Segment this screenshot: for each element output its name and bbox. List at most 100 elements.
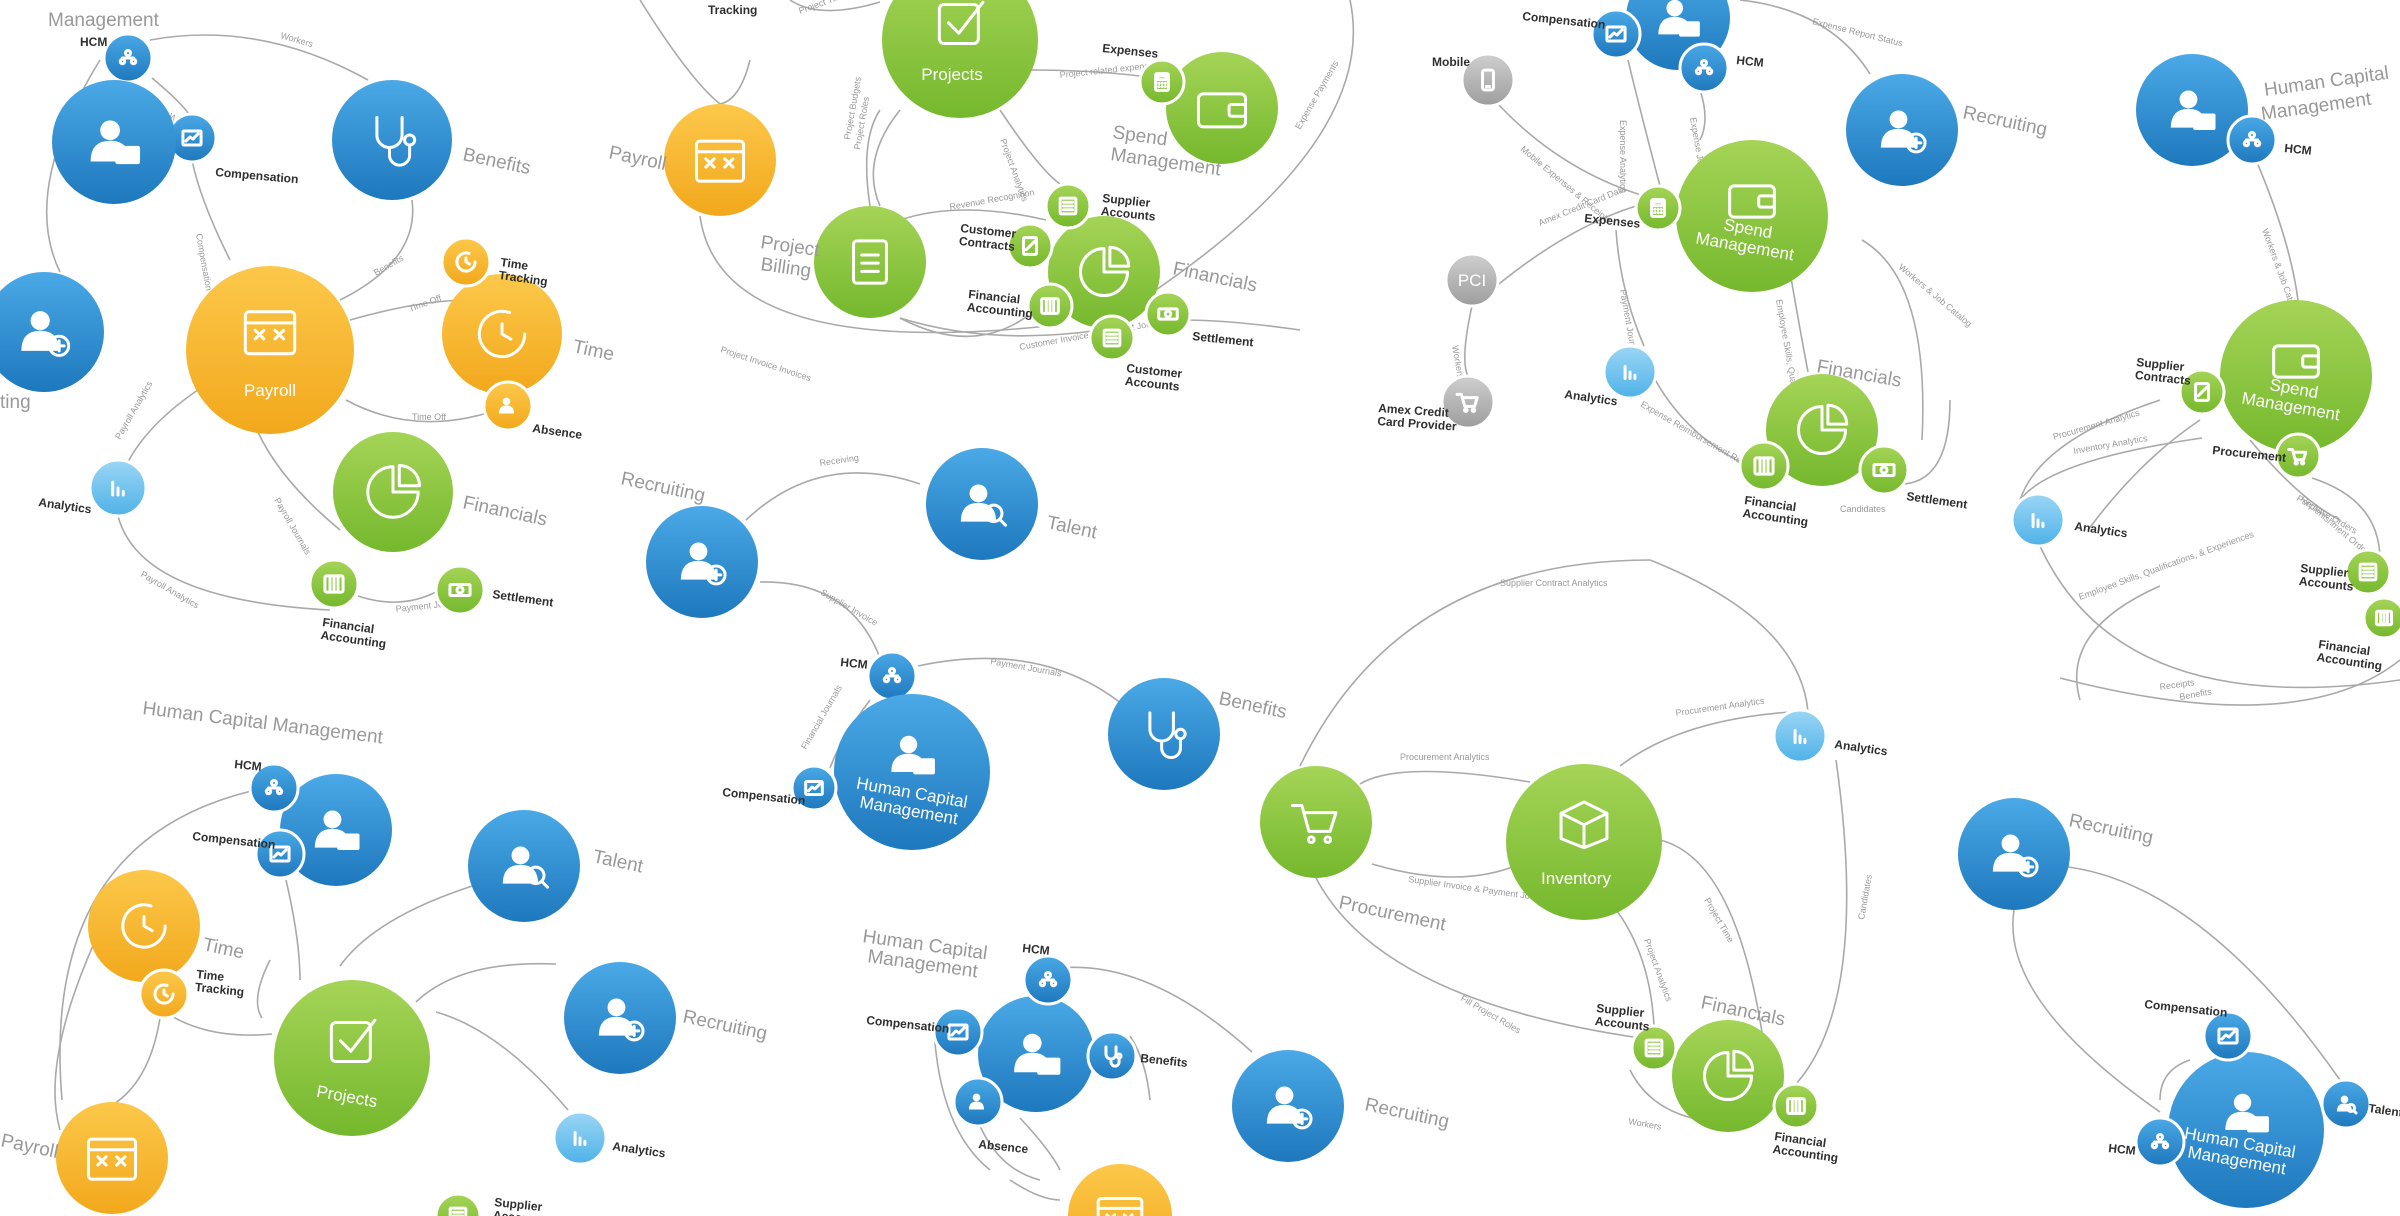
chart-icon-part (269, 845, 291, 863)
person-icon-part (502, 397, 511, 406)
module-circle (1444, 252, 1500, 308)
connection-label: Workers (1628, 1116, 1663, 1132)
module-label: Expenses (1584, 211, 1642, 231)
module-node-n22: SupplierAccounts (1044, 182, 1156, 230)
ledger-icon (323, 574, 345, 594)
module-circle (332, 80, 452, 200)
contract-icon-part (2196, 385, 2209, 398)
stethoscope-icon-part (1160, 737, 1182, 759)
person-folder-icon (1658, 0, 1700, 37)
connection-line (979, 1125, 1041, 1181)
module-label: HCM (2108, 1141, 2137, 1158)
cash-icon (448, 582, 472, 598)
connection-line (1029, 69, 1141, 77)
module-node-n7: Time (442, 274, 616, 394)
person-folder-icon-part (2193, 113, 2216, 130)
chart-icon (2217, 1027, 2239, 1045)
module-circle (1068, 1164, 1172, 1216)
module-label: Settlement (1906, 489, 1969, 511)
module-label: Projects (921, 65, 982, 84)
cart-icon-part (2287, 448, 2308, 462)
person-search-icon-part (984, 503, 1004, 524)
check-icon-part (339, 1018, 377, 1053)
person-plus-icon-part (2017, 856, 2039, 878)
person-folder-icon-part (115, 145, 141, 165)
module-node-n42: Procurement (2212, 432, 2322, 480)
connection-line (435, 1011, 569, 1111)
ledger-icon-part (1044, 297, 1056, 315)
module-label: HCM (1736, 53, 1765, 70)
person-search-icon-part (526, 865, 546, 886)
module-node-n11: Financials (333, 432, 549, 552)
chart-icon (1605, 25, 1627, 43)
person-plus-icon (598, 998, 645, 1042)
connection-line (1649, 559, 1809, 713)
connection-line (415, 962, 557, 1003)
connection-label: Employee Skills, Qualifications, & Exper… (2077, 529, 2255, 602)
module-label: Talent (1045, 512, 1100, 543)
person-icon (498, 397, 515, 414)
module-node-n65: Talent (468, 810, 646, 922)
connection-line (113, 1017, 161, 1105)
module-circle (1260, 766, 1372, 878)
connection-line (1464, 305, 1473, 377)
stethoscope-icon (375, 115, 417, 167)
phone-icon-part (1481, 68, 1495, 92)
module-node-n31: Recruiting (1846, 74, 2049, 186)
calculator-icon (1650, 198, 1666, 218)
calculator-icon (1154, 72, 1170, 92)
module-node-n1: Compensation (166, 112, 299, 186)
clock-icon-part (455, 251, 477, 273)
stethoscope-icon (1104, 1045, 1123, 1068)
person-plus-icon-part (623, 1020, 645, 1042)
connection-line (1795, 759, 1848, 1085)
connection-line (933, 1029, 991, 1171)
pie-icon (1079, 245, 1131, 297)
connection-label: Inventory Analytics (2073, 433, 2149, 456)
connection-label: Payment Journals (990, 656, 1063, 678)
module-circle (1166, 52, 1278, 164)
module-label: FinancialAccounting (320, 615, 389, 651)
cash-icon-part (455, 585, 465, 595)
connection-line (2059, 865, 2341, 1081)
person-search-icon-part (2340, 1095, 2349, 1104)
module-node-n44: SupplierAccounts (2298, 548, 2392, 596)
hcm-icon-part (1040, 975, 1056, 983)
module-node-n25: Mobile (1432, 52, 1516, 108)
connection-line (191, 159, 231, 261)
module-node-n45: FinancialAccounting (2316, 596, 2400, 673)
module-label: Recruiting (1363, 1094, 1451, 1132)
person-search-icon-part (998, 517, 1008, 527)
person-icon-part (498, 405, 515, 414)
module-node-n27: Amex CreditCard Provider (1377, 374, 1496, 434)
hcm-icon (264, 778, 284, 796)
calendar-icon-part (694, 139, 746, 183)
person-search-icon-part (2352, 1109, 2358, 1115)
module-label: Payroll (607, 142, 668, 175)
cart-icon (2287, 448, 2308, 466)
person-plus-icon-part (705, 564, 727, 586)
person-folder-icon-part (1679, 21, 1700, 37)
module-node-n9: Absence (482, 380, 583, 442)
pie-icon (366, 464, 421, 519)
hcm-icon (2242, 130, 2262, 148)
person-folder-icon-part (323, 810, 342, 829)
contract-icon-part (1024, 239, 1037, 252)
connection-line (1627, 59, 1661, 187)
connection-label: Fill Project Roles (1459, 993, 1523, 1036)
cart-icon-part (1455, 392, 1479, 408)
hcm-icon (118, 48, 138, 66)
connection-line (1371, 863, 1521, 878)
module-label: Analytics (2074, 519, 2129, 540)
module-label: CustomerAccounts (1124, 361, 1183, 394)
wallet-icon-part (1227, 102, 1248, 118)
accounts-icon-part (1647, 1042, 1661, 1054)
connection-line (759, 581, 881, 659)
module-node-n38 (2136, 54, 2248, 166)
connection-line (1059, 966, 1253, 1053)
connection-label: Project Time (797, 0, 847, 16)
module-node-n63: Payroll (0, 1102, 168, 1214)
module-node-n34: Analytics (1564, 344, 1658, 408)
clock-icon (477, 309, 527, 359)
